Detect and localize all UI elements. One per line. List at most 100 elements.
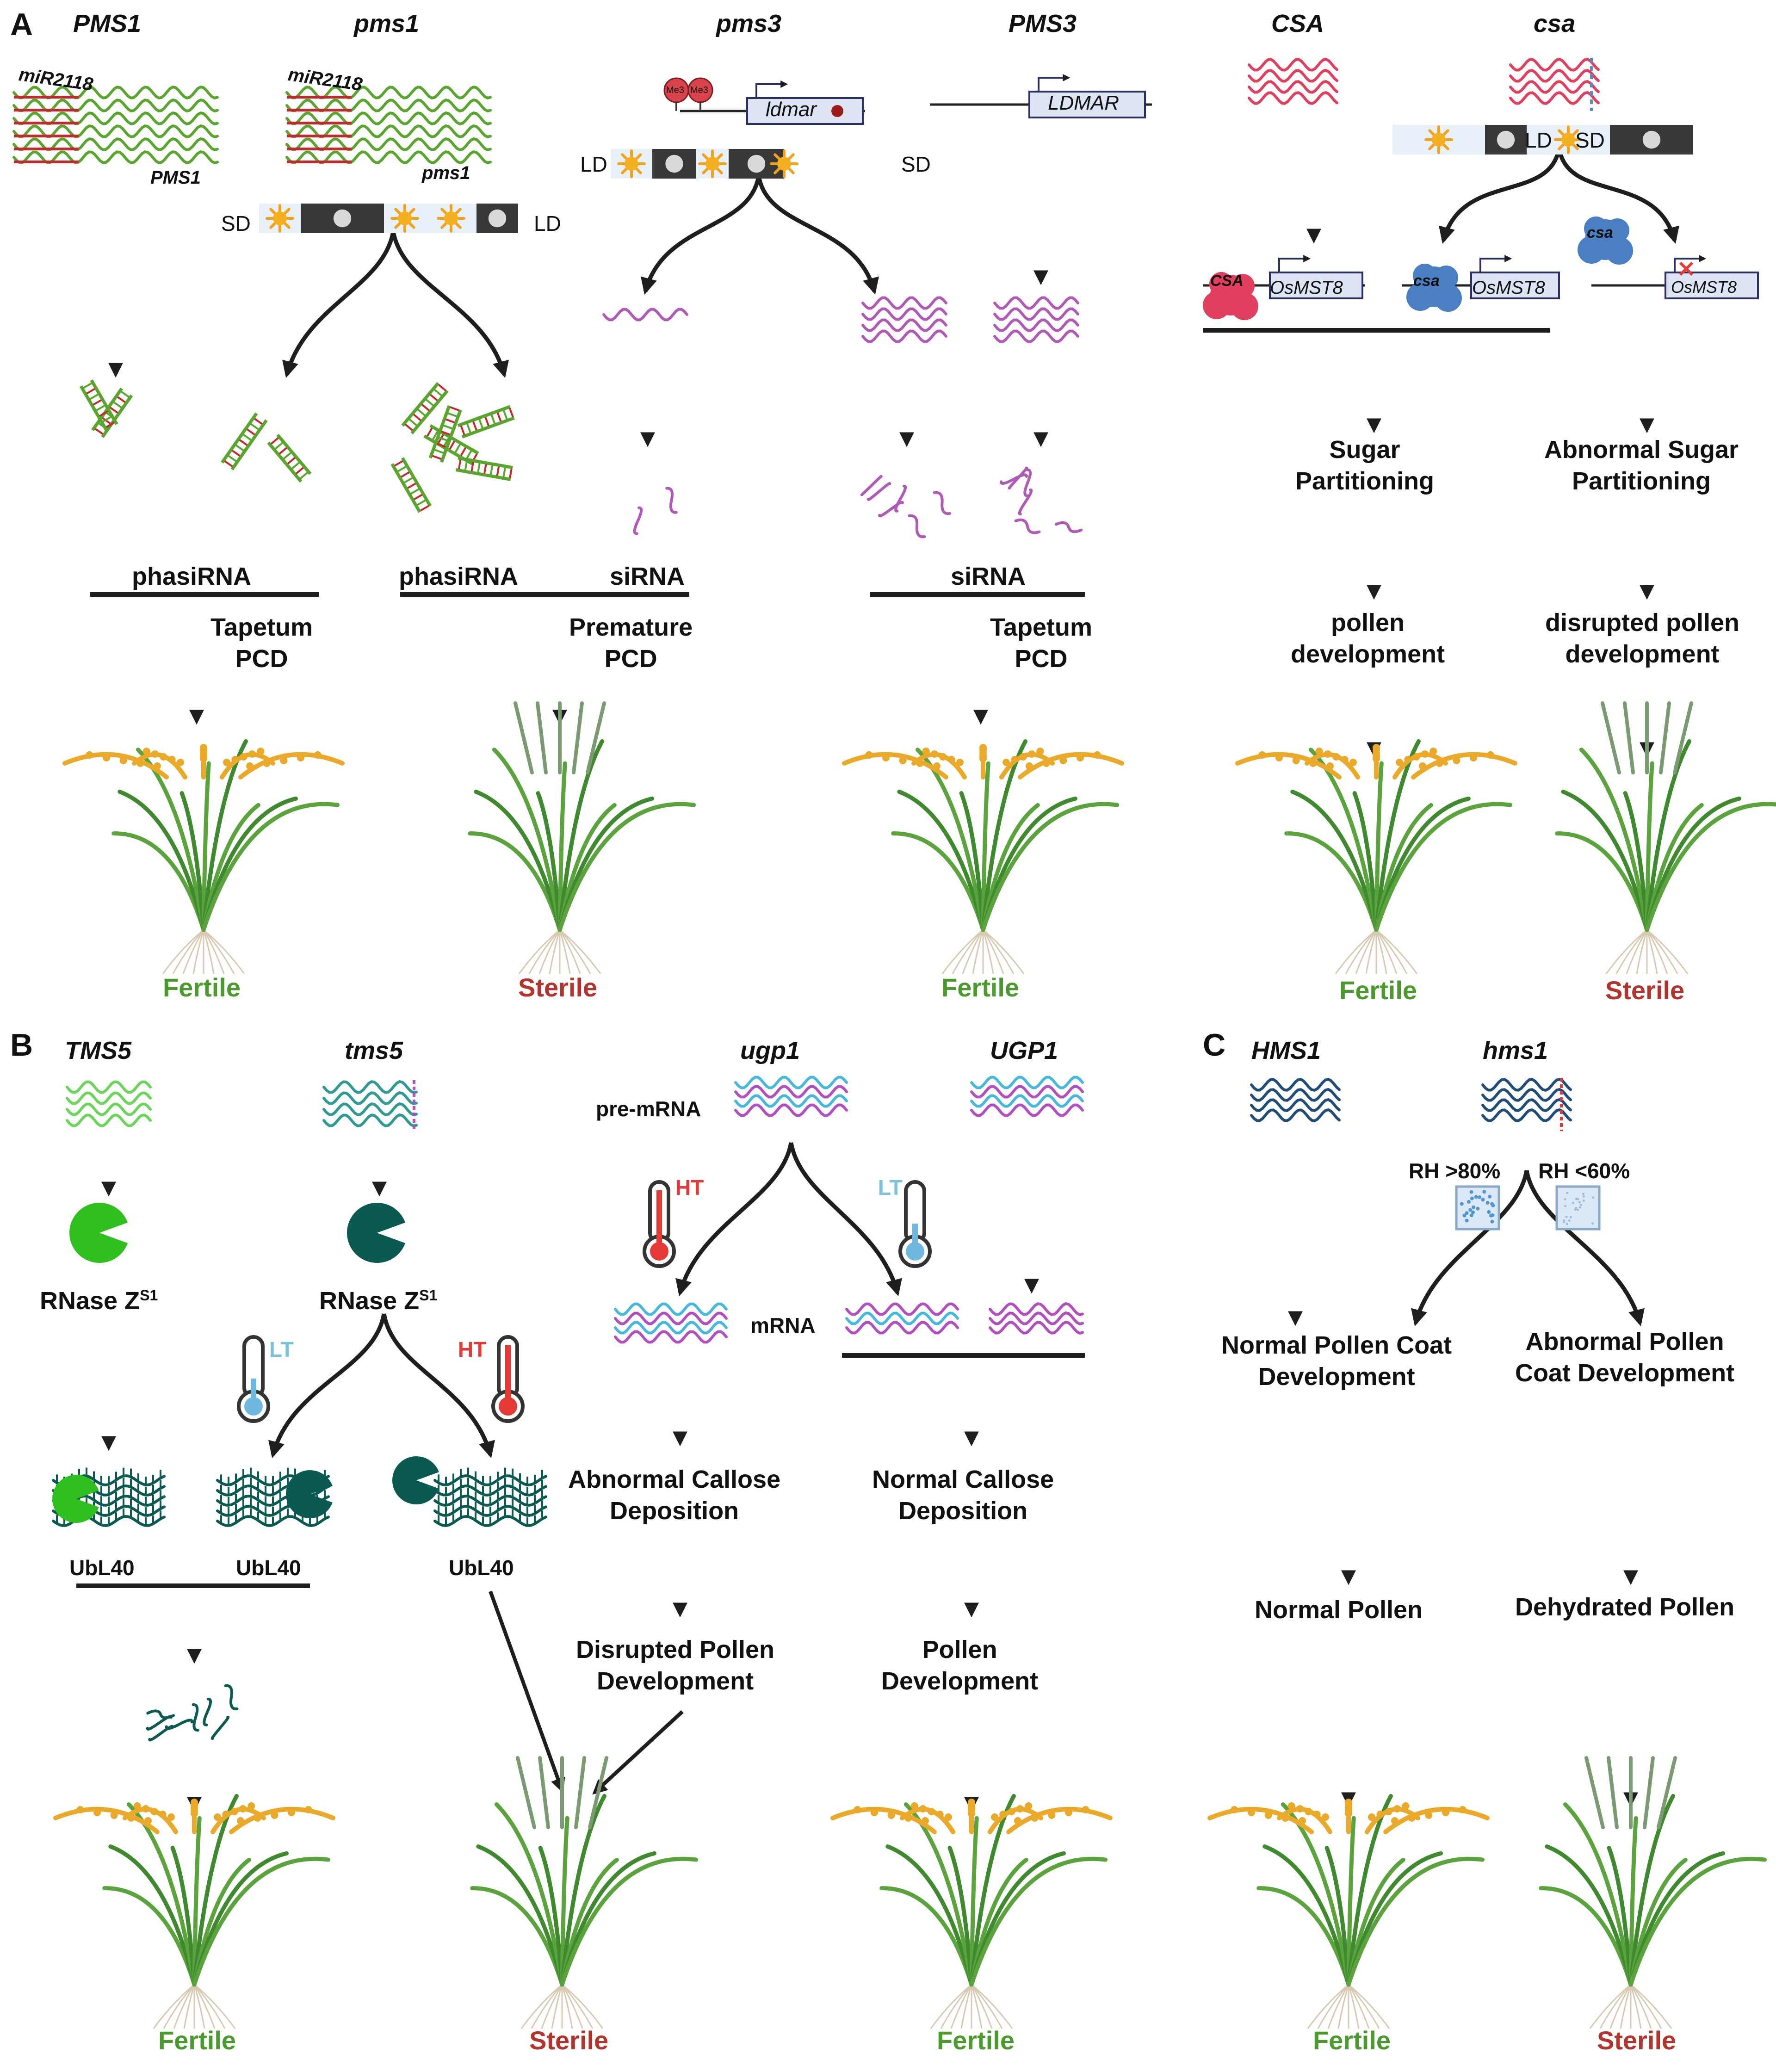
box-rh-high-dot [1491, 1203, 1495, 1207]
plant-sterile-hms1-leaf [1628, 1816, 1638, 1987]
plant-fertile-tms5-root [163, 1984, 195, 2029]
ubl40-mesh-3-strand [433, 1484, 547, 1497]
pp-csa-night-3-moon [1642, 130, 1661, 149]
plant-fertile-ugp1-grain [1014, 1817, 1021, 1825]
sirna-dense-1-frag [860, 475, 883, 496]
plant-fertile-pms3-grain [1026, 762, 1033, 770]
plant-fertile-ugp1-leaf [969, 1851, 1066, 1987]
phasi-cluster-1-rung [449, 440, 455, 450]
phasi-wt-a-rung [120, 390, 130, 398]
plant-fertile-pms3-root [952, 929, 984, 974]
box-rh-high-dot [1460, 1202, 1464, 1206]
pp-pms3-night-1 [652, 149, 696, 179]
TMS5-transcript-strand [66, 1102, 152, 1116]
plant-fertile-pms3-grain [956, 759, 964, 766]
HMS1-transcript-strand [1250, 1077, 1341, 1092]
PMS3-transcript [993, 329, 1079, 343]
plant-fertile-csa-grain [1326, 762, 1334, 770]
plant-sterile-pms1-root [518, 929, 560, 974]
phasi-mut-b-rung [278, 447, 287, 455]
outcome-fertile-csa: Fertile [1339, 976, 1417, 1005]
plant-fertile-tms5-leaf [192, 1856, 331, 1987]
promoter-osmst8-1 [1203, 255, 1365, 299]
plant-fertile-ugp1-grain [1031, 1814, 1039, 1822]
label-phasirna-2: phasiRNA [399, 563, 519, 590]
plant-sterile-pms1-root [559, 929, 601, 974]
thermo-ugp1-lt [898, 1180, 932, 1268]
box-rh-high-dot [1472, 1205, 1476, 1209]
plant-sterile-shared-leaf [476, 1844, 564, 1987]
plant-sterile-pms1-leaf [492, 748, 562, 932]
thermo-tms5-ht-fluid-bulb [499, 1397, 517, 1416]
pp-pms3-night-1-moon [665, 155, 683, 173]
me3-label-2: Me3 [690, 85, 708, 95]
phasi-cluster-4-s1 [428, 405, 451, 459]
UGP1-mrna [989, 1302, 1084, 1335]
plant-fertile-pms1-root [203, 929, 245, 974]
plant-sterile-csa-root [1626, 929, 1648, 974]
plant-sterile-hms1-panicle [1643, 1756, 1655, 1829]
plant-fertile-pms1-leaf [201, 802, 340, 932]
plant-sterile-shared [470, 1756, 699, 2029]
branch-pms1-left [282, 231, 396, 378]
label-phasirna-1: phasiRNA [132, 563, 252, 590]
pp-pms3-day-0-sun-ray [621, 153, 628, 160]
label-ht-tms5: HT [458, 1337, 487, 1361]
plant-fertile-hms1-grain [1368, 1813, 1375, 1821]
phasi-wt-a-rung [109, 407, 118, 414]
plant-fertile-ugp1-leaf [885, 1844, 974, 1987]
pp-pms1-day-2-sun-ray [408, 208, 415, 215]
CSA-protein-bound-lobe [1231, 292, 1258, 320]
box-rh-low-dot [1563, 1221, 1566, 1224]
plant-fertile-ugp1-grain [1016, 1805, 1024, 1812]
ubl40-mesh-3-strand [433, 1515, 547, 1527]
pp-csa-night-1-moon [1497, 130, 1515, 149]
plant-fertile-tms5-leaf [170, 1846, 197, 1987]
plant-fertile-csa-panicle [1411, 752, 1517, 779]
plant-fertile-hms1-grain [1231, 1806, 1238, 1813]
plant-fertile-hms1-grain [1296, 1805, 1304, 1812]
pp-pms3-day-2-sun [698, 149, 727, 178]
plant-fertile-pms1-leaf [118, 790, 206, 932]
label-abnormal-sugar: Abnormal Sugar Partitioning [1544, 436, 1739, 495]
plant-fertile-csa-root [1345, 929, 1377, 974]
pp-pms3-day-4-sun-ray [788, 167, 795, 174]
sirna-dense-2-frag [1014, 518, 1041, 534]
plant-fertile-pms3-leaf [959, 791, 985, 932]
UGP1-premrna-strand [970, 1094, 1084, 1108]
pp-csa-day-2-sun-ray [1558, 129, 1565, 136]
plant-sterile-pms1-panicle [514, 701, 534, 774]
ldmar-mutation-dot [831, 105, 843, 117]
box-rh-high-dot [1485, 1201, 1490, 1205]
phasi-mut-b-s1 [276, 433, 312, 475]
plant-sterile-hms1-root [1630, 1984, 1672, 2029]
phasi-cluster-4 [428, 405, 462, 463]
phasi-cluster-3-s1 [401, 457, 432, 507]
plant-fertile-pms1 [62, 739, 345, 974]
phasi-cluster-0 [401, 382, 449, 434]
thermo-ugp1-ht-fluid-bulb [650, 1242, 668, 1261]
ugp1-mrna-lt-strand [845, 1311, 959, 1325]
CSA-transcript-strand [1248, 57, 1338, 72]
plant-sterile-pms1-root [559, 929, 591, 974]
label-lt-tms5: LT [269, 1337, 294, 1361]
plant-fertile-ugp1-root [940, 1984, 972, 2029]
plant-sterile-csa-root [1646, 929, 1689, 974]
plant-sterile-hms1-leaf [1545, 1844, 1633, 1987]
ugp1-mrna-ht-strand [614, 1321, 728, 1335]
phasi-cluster-3-s2 [390, 463, 421, 513]
plant-fertile-ugp1-root [971, 1984, 1013, 2029]
phasi-wt-b-rung [96, 405, 105, 411]
HMS1-transcript-strand [1250, 1088, 1341, 1102]
plant-sterile-csa-leaf [1645, 796, 1741, 932]
tms5-transcript-strand [322, 1080, 418, 1095]
outcome-fertile-ugp1: Fertile [937, 2026, 1015, 2055]
thermo-ugp1-ht [643, 1180, 676, 1268]
sirna-dense-1 [860, 475, 952, 538]
plant-fertile-hms1-leaf [1346, 1856, 1485, 1987]
plant-fertile-pms1-grain [231, 756, 239, 763]
plant-fertile-tms5-grain [144, 1817, 152, 1825]
pp-pms1-night-1 [301, 204, 384, 233]
phasi-cluster-2-rung [478, 419, 483, 428]
